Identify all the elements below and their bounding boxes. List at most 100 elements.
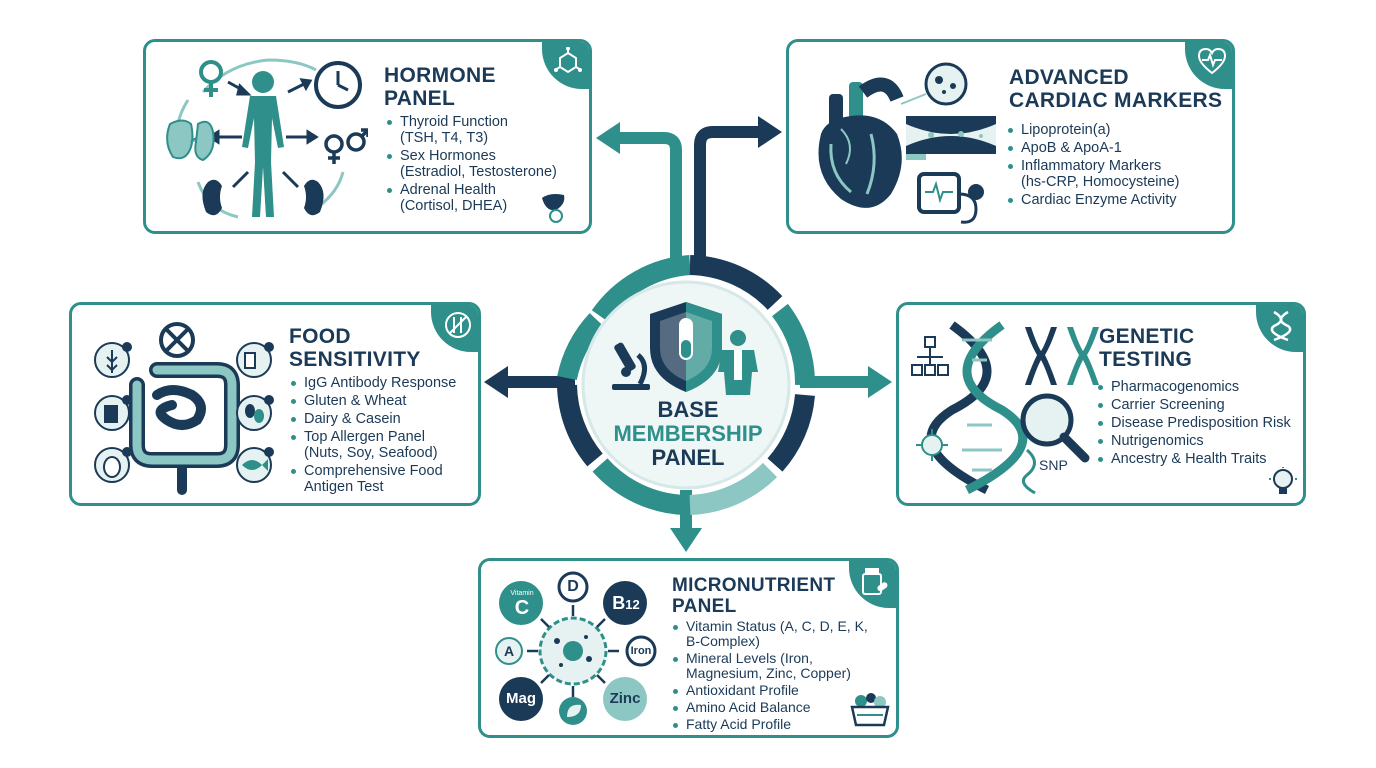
nutrient-vitamin-small: Vitamin bbox=[510, 590, 534, 597]
hierarchy-icon bbox=[911, 336, 949, 376]
list-item: Thyroid Function(TSH, T4, T3) bbox=[386, 114, 557, 146]
genetic-panel-title: GENETIC TESTING bbox=[1099, 325, 1195, 371]
list-item: Antioxidant Profile bbox=[672, 683, 868, 698]
list-item: IgG Antibody Response bbox=[290, 375, 456, 391]
gender-symbols-icon bbox=[324, 128, 368, 164]
arrow-cardiac bbox=[758, 116, 782, 148]
list-item: Lipoprotein(a) bbox=[1007, 122, 1179, 138]
arrow-genetic bbox=[868, 366, 892, 398]
nutrient-a: A bbox=[503, 643, 515, 659]
egg-icon bbox=[94, 447, 130, 483]
hormone-items-list: Thyroid Function(TSH, T4, T3) Sex Hormon… bbox=[386, 114, 557, 216]
arrow-food bbox=[484, 366, 508, 398]
hormone-panel-card: HORMONE PANEL Thyroid Function(TSH, T4, … bbox=[143, 39, 592, 234]
food-digestive-illustration bbox=[94, 322, 274, 495]
nutrient-iron: Iron bbox=[630, 645, 652, 657]
human-body-icon bbox=[242, 71, 284, 217]
snp-label: SNP bbox=[1039, 457, 1068, 473]
list-item: Fatty Acid Profile bbox=[672, 717, 868, 732]
nutrient-b12: B12 bbox=[612, 593, 640, 613]
center-title: BASE MEMBERSHIP PANEL bbox=[598, 398, 778, 470]
vitamin-a-circle bbox=[495, 637, 523, 665]
central-cell-icon bbox=[538, 616, 608, 686]
adrenal-kidney-icons bbox=[202, 179, 324, 216]
clock-icon bbox=[314, 61, 362, 109]
cardiac-items-list: Lipoprotein(a) ApoB & ApoA-1 Inflammator… bbox=[1007, 122, 1179, 210]
micro-items-list: Vitamin Status (A, C, D, E, K,B-Complex)… bbox=[672, 619, 868, 734]
zinc-circle bbox=[603, 677, 647, 721]
dairy-icon bbox=[236, 342, 272, 378]
arrow-micro bbox=[670, 528, 702, 552]
prohibited-icon bbox=[159, 322, 195, 358]
shield-icon bbox=[650, 302, 722, 392]
list-item: Nutrigenomics bbox=[1097, 433, 1291, 449]
magnesium-circle bbox=[499, 677, 543, 721]
anatomical-heart-icon bbox=[818, 77, 904, 208]
microscope-icon bbox=[612, 342, 650, 390]
x-badges bbox=[122, 342, 274, 457]
list-item: Vitamin Status (A, C, D, E, K,B-Complex) bbox=[672, 619, 868, 649]
list-item: ApoB & ApoA-1 bbox=[1007, 140, 1179, 156]
dna-helix-icon bbox=[926, 321, 1028, 495]
milk-icon bbox=[94, 395, 130, 431]
food-panel-title: FOOD SENSITIVITY bbox=[289, 325, 421, 371]
center-title-line2: MEMBERSHIP bbox=[613, 421, 763, 446]
micro-corner-badge bbox=[849, 561, 896, 608]
list-item: Sex Hormones(Estradiol, Testosterone) bbox=[386, 148, 557, 180]
magnifying-glass-icon bbox=[1020, 393, 1090, 463]
fish-icon bbox=[236, 447, 272, 483]
list-item: Inflammatory Markers(hs-CRP, Homocystein… bbox=[1007, 158, 1179, 190]
cell-target-icon bbox=[916, 429, 948, 461]
list-item: Cardiac Enzyme Activity bbox=[1007, 192, 1179, 208]
list-item: Gluten & Wheat bbox=[290, 393, 456, 409]
doctor-icon bbox=[718, 330, 758, 395]
molecule-icon bbox=[554, 47, 582, 74]
nutrient-zinc: Zinc bbox=[609, 690, 641, 707]
arrow-hormone bbox=[596, 122, 620, 154]
center-title-line1: BASE bbox=[657, 397, 719, 422]
cardiac-illustration bbox=[818, 62, 996, 224]
intestine-fill bbox=[132, 365, 237, 465]
vitamin-c-circle bbox=[499, 581, 543, 625]
micronutrient-illustration bbox=[495, 571, 657, 725]
lightbulb-brain-icon bbox=[1269, 467, 1297, 494]
list-item: Ancestry & Health Traits bbox=[1097, 451, 1291, 467]
thyroid-icon bbox=[166, 119, 215, 162]
list-item: Disease Predisposition Risk bbox=[1097, 415, 1291, 431]
list-item: Amino Acid Balance bbox=[672, 700, 868, 715]
artery-icon bbox=[906, 116, 996, 160]
leaf-circle bbox=[559, 697, 587, 725]
micro-panel-card: Vitamin C D B12 A Iron Mag Zinc MICRONUT… bbox=[478, 558, 899, 738]
list-item: Pharmacogenomics bbox=[1097, 379, 1291, 395]
vitamin-d-circle bbox=[557, 571, 589, 603]
connector-hormone bbox=[615, 132, 682, 275]
female-symbol-icon bbox=[199, 60, 223, 97]
connector-cardiac bbox=[694, 126, 760, 275]
liver-icon bbox=[542, 194, 565, 223]
genetic-corner-badge bbox=[1256, 305, 1303, 352]
blood-pressure-monitor-icon bbox=[917, 172, 984, 224]
dna-small-icon bbox=[1270, 310, 1292, 342]
nutrient-c: C bbox=[514, 597, 530, 619]
wheat-icon bbox=[94, 342, 130, 378]
micro-panel-title: MICRONUTRIENT PANEL bbox=[672, 575, 836, 617]
food-basket-icon bbox=[850, 693, 890, 727]
list-item: Dairy & Casein bbox=[290, 411, 456, 427]
center-ring bbox=[557, 255, 816, 515]
list-item: Mineral Levels (Iron,Magnesium, Zinc, Co… bbox=[672, 651, 868, 681]
cell-icon bbox=[924, 62, 968, 106]
chromosome-icon bbox=[1025, 327, 1099, 385]
cardiac-panel-title: ADVANCED CARDIAC MARKERS bbox=[1009, 66, 1223, 112]
cardiac-panel-card: ADVANCED CARDIAC MARKERS Lipoprotein(a) … bbox=[786, 39, 1235, 234]
intestine-icon bbox=[129, 362, 240, 495]
genetic-illustration bbox=[911, 321, 1099, 495]
center-title-line3: PANEL bbox=[651, 445, 725, 470]
list-item: Carrier Screening bbox=[1097, 397, 1291, 413]
hormone-panel-title: HORMONE PANEL bbox=[384, 64, 496, 110]
pill-bottle-icon bbox=[862, 568, 888, 595]
genetic-panel-card: SNP GENETIC TESTING Pharmacogenomics Car… bbox=[896, 302, 1306, 506]
nutrient-d: D bbox=[567, 578, 579, 595]
no-fork-knife-icon bbox=[445, 312, 471, 338]
